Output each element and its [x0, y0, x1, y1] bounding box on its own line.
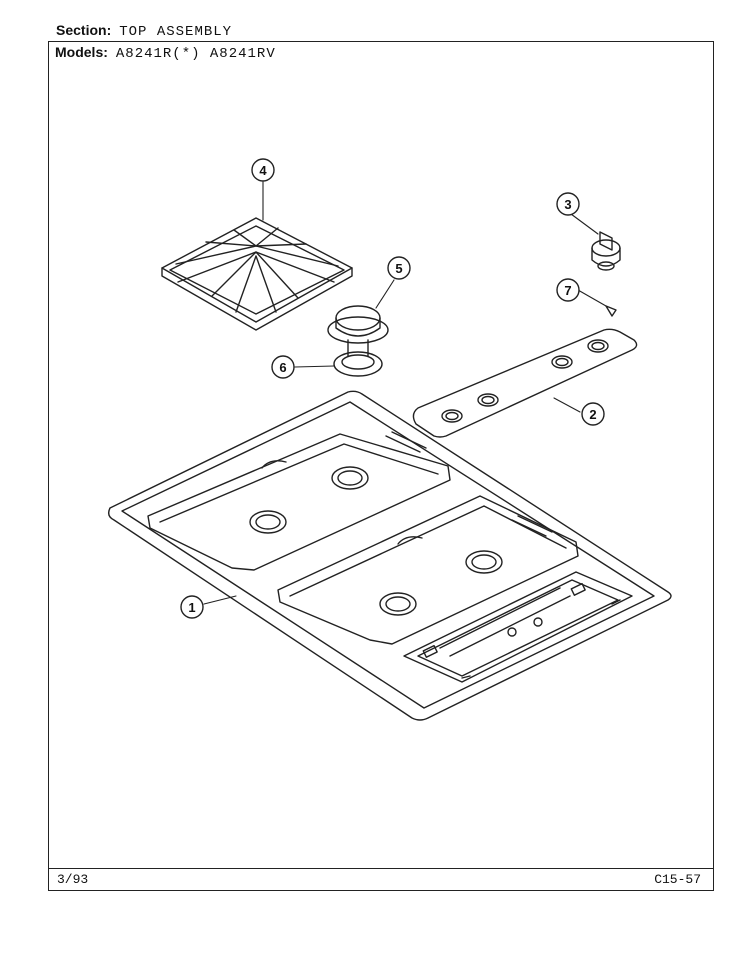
models-header: Models: A8241R(*) A8241RV: [55, 44, 276, 62]
callout-label: 3: [564, 197, 571, 212]
callout-3: 3: [556, 192, 580, 216]
burner-head: [327, 305, 389, 357]
control-knob: [591, 231, 621, 271]
callout-4: 4: [251, 158, 275, 182]
callout-label: 5: [395, 261, 402, 276]
surface-burner: [465, 550, 503, 574]
callout-7: 7: [556, 278, 580, 302]
surface-burner: [379, 592, 417, 616]
callout-label: 6: [279, 360, 286, 375]
section-header: Section: TOP ASSEMBLY: [56, 22, 232, 40]
surface-burner: [331, 466, 369, 490]
control-panel-trim: [412, 328, 638, 438]
models-label: Models:: [55, 44, 108, 60]
surface-burner: [249, 510, 287, 534]
diagram-frame: Models: A8241R(*) A8241RV 3/93 C15-57: [48, 41, 714, 891]
callout-label: 7: [564, 283, 571, 298]
burner-ring: [333, 351, 383, 377]
callout-label: 2: [589, 407, 596, 422]
cooktop-main-top: [107, 390, 672, 721]
footer-divider: [49, 868, 713, 869]
leader-lines: [203, 181, 607, 605]
callout-6: 6: [271, 355, 295, 379]
section-value: TOP ASSEMBLY: [119, 24, 233, 40]
screw: [605, 305, 617, 317]
footer-page-code: C15-57: [654, 872, 701, 887]
burner-grate: [161, 217, 353, 331]
callout-2: 2: [581, 402, 605, 426]
models-value: A8241R(*) A8241RV: [115, 46, 276, 62]
callout-label: 1: [188, 600, 195, 615]
footer-date: 3/93: [57, 872, 89, 887]
callout-5: 5: [387, 256, 411, 280]
section-label: Section:: [56, 22, 112, 38]
callout-1: 1: [180, 595, 204, 619]
callout-label: 4: [259, 163, 267, 178]
